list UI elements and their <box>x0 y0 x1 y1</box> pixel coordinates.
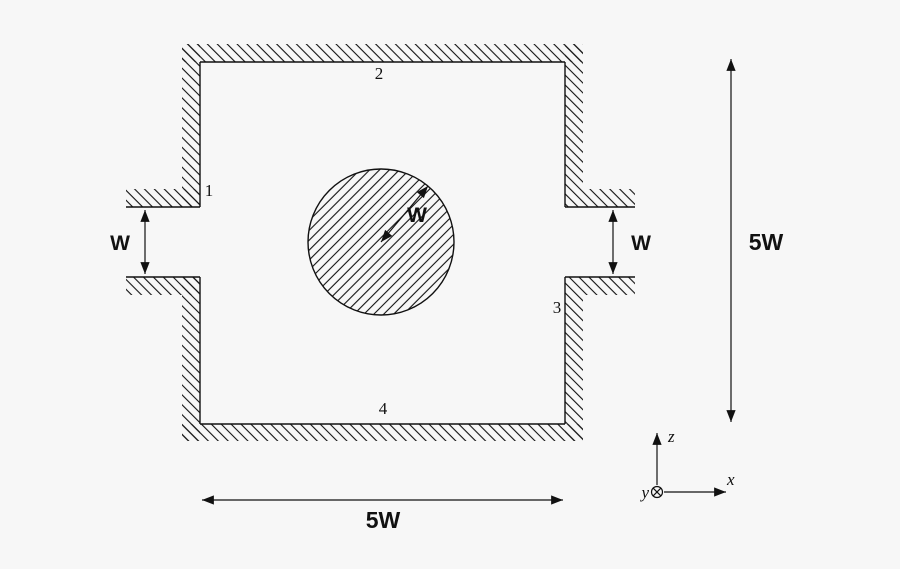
inlet-top-wall-hatch <box>126 189 200 207</box>
wall-right-lower-hatch <box>565 277 583 441</box>
outlet-bottom-wall-hatch <box>583 277 635 295</box>
cylinder-diameter-arrow <box>380 185 429 243</box>
label-wall-4: 4 <box>379 399 388 418</box>
wall-right-upper-hatch <box>565 44 583 207</box>
label-inlet-width: W <box>110 232 130 255</box>
wall-left-upper-hatch <box>182 44 200 207</box>
flow-boundary-lines <box>126 61 635 425</box>
label-cylinder-diameter: W <box>407 204 427 227</box>
label-axis-y: y <box>639 483 649 502</box>
label-domain-width: 5W <box>366 507 401 533</box>
label-axis-z: z <box>667 427 675 446</box>
label-wall-2: 2 <box>375 64 384 83</box>
outlet-top-wall-hatch <box>583 189 635 207</box>
wall-top-hatch <box>182 44 583 62</box>
label-wall-1: 1 <box>205 181 214 200</box>
label-axis-x: x <box>726 470 735 489</box>
label-outlet-width: W <box>631 232 651 255</box>
inlet-bottom-wall-hatch <box>126 277 200 295</box>
label-wall-3: 3 <box>553 298 562 317</box>
label-domain-height: 5W <box>749 229 784 255</box>
wall-left-lower-hatch <box>182 277 200 441</box>
y-axis-into-page-icon <box>650 485 664 499</box>
wall-bottom-hatch <box>182 424 583 441</box>
